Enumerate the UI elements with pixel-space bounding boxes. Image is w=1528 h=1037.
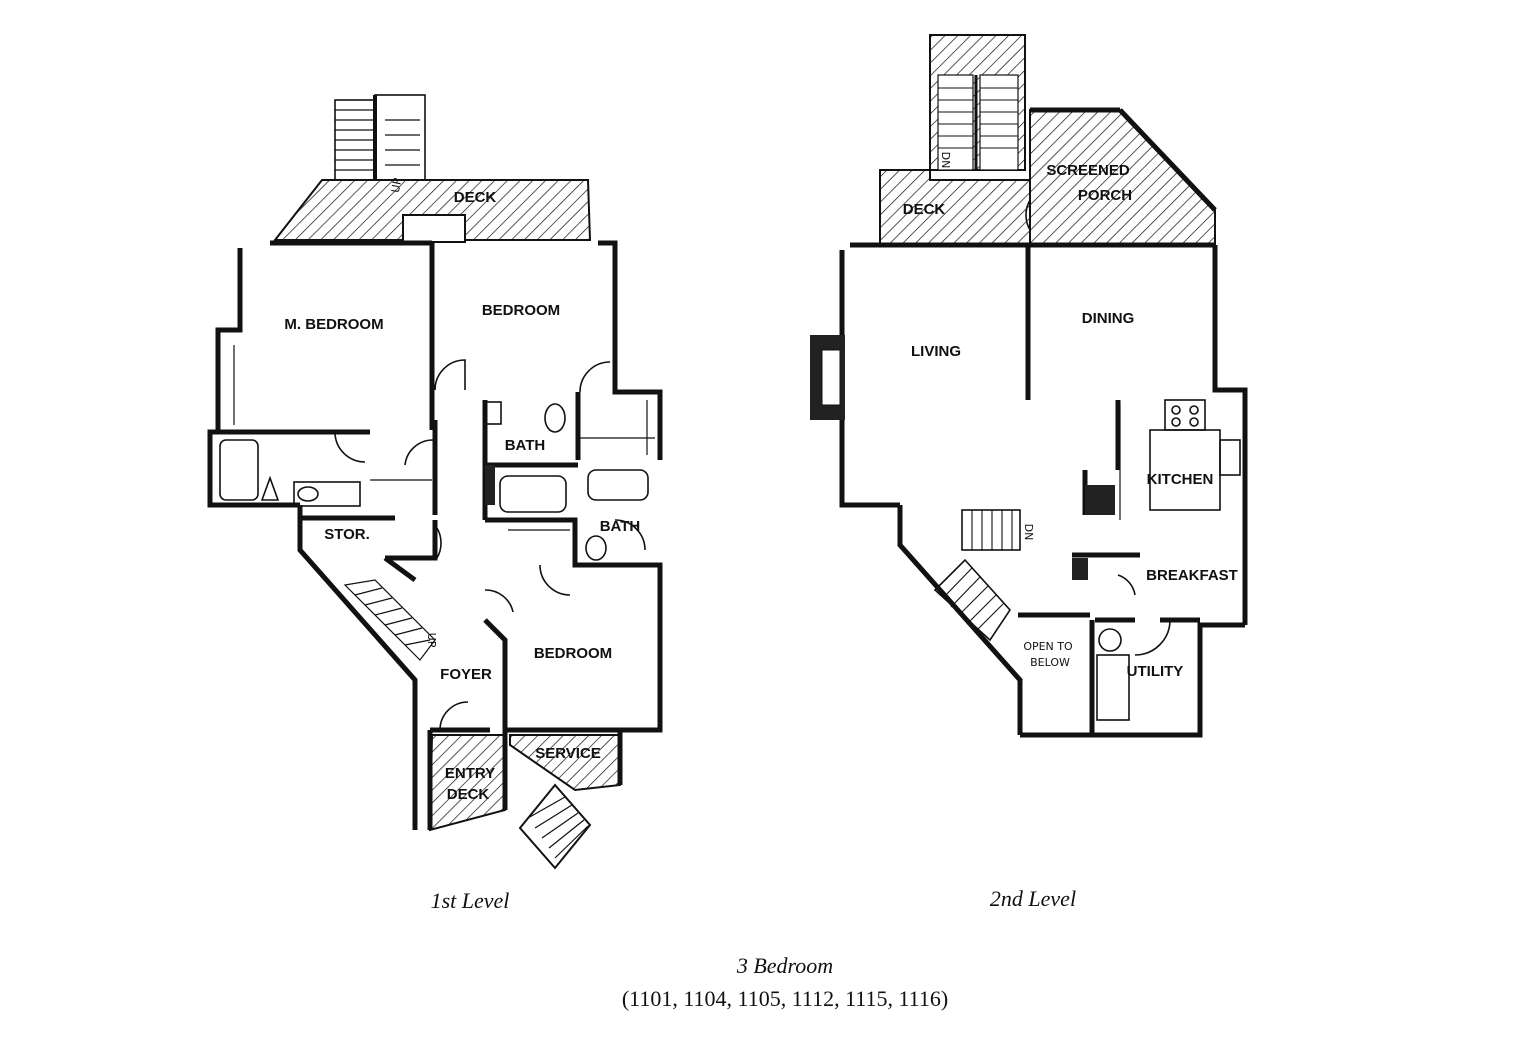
room-label-deck-level1: DECK: [454, 189, 497, 206]
stair-foyer: [343, 579, 436, 661]
stair-entry: [518, 783, 592, 870]
room-label-entry-deck-1: ENTRY: [445, 765, 495, 782]
fixtures-level1: [219, 345, 655, 731]
room-label-bath-upper: BATH: [505, 437, 546, 454]
room-label-screened-porch-2: PORCH: [1078, 187, 1132, 204]
footer-title: 3 Bedroom: [736, 953, 833, 978]
stair-top-level2: [929, 34, 1026, 171]
room-label-bath-lower: BATH: [600, 518, 641, 535]
stair-top-level1: [334, 94, 426, 181]
stair-label-dn-top: DN: [939, 152, 952, 169]
deck-level1: [272, 179, 592, 241]
deck-opening: [402, 214, 466, 243]
stair-label-up-top: UP: [389, 177, 404, 194]
level-2-plan: DECK SCREENED PORCH LIVING DINING KITCHE…: [810, 34, 1248, 911]
room-label-dining: DINING: [1082, 310, 1135, 327]
room-label-deck-level2: DECK: [903, 201, 946, 218]
level-1-caption: 1st Level: [431, 888, 510, 913]
room-label-service: SERVICE: [535, 745, 601, 762]
level-1-plan: DECK M. BEDROOM BEDROOM BATH BATH STOR. …: [207, 94, 663, 913]
stair-label-dn-mid: DN: [1022, 524, 1035, 541]
room-label-kitchen: KITCHEN: [1147, 471, 1214, 488]
room-label-foyer: FOYER: [440, 666, 492, 683]
footer-units: (1101, 1104, 1105, 1112, 1115, 1116): [622, 986, 948, 1011]
room-label-bedroom-top: BEDROOM: [482, 302, 560, 319]
room-label-utility: UTILITY: [1127, 663, 1184, 680]
label-open-to-below-2: BELOW: [1030, 656, 1070, 669]
fixtures-level2: [810, 199, 1241, 721]
room-label-living: LIVING: [911, 343, 961, 360]
entry-deck: [428, 734, 506, 832]
label-open-to-below-1: OPEN TO: [1023, 640, 1073, 653]
walls-level2: [839, 107, 1248, 738]
room-label-stor: STOR.: [324, 526, 370, 543]
room-label-bedroom-bottom: BEDROOM: [534, 645, 612, 662]
stair-label-up-foyer: UP: [425, 633, 438, 648]
service-deck: [509, 734, 621, 792]
level-2-caption: 2nd Level: [990, 886, 1076, 911]
room-label-screened-porch-1: SCREENED: [1046, 162, 1130, 179]
room-label-entry-deck-2: DECK: [447, 786, 490, 803]
room-label-m-bedroom: M. BEDROOM: [284, 316, 383, 333]
walls-level1: [207, 240, 663, 830]
room-label-breakfast: BREAKFAST: [1146, 567, 1238, 584]
stair-mid-level2: [933, 509, 1021, 642]
